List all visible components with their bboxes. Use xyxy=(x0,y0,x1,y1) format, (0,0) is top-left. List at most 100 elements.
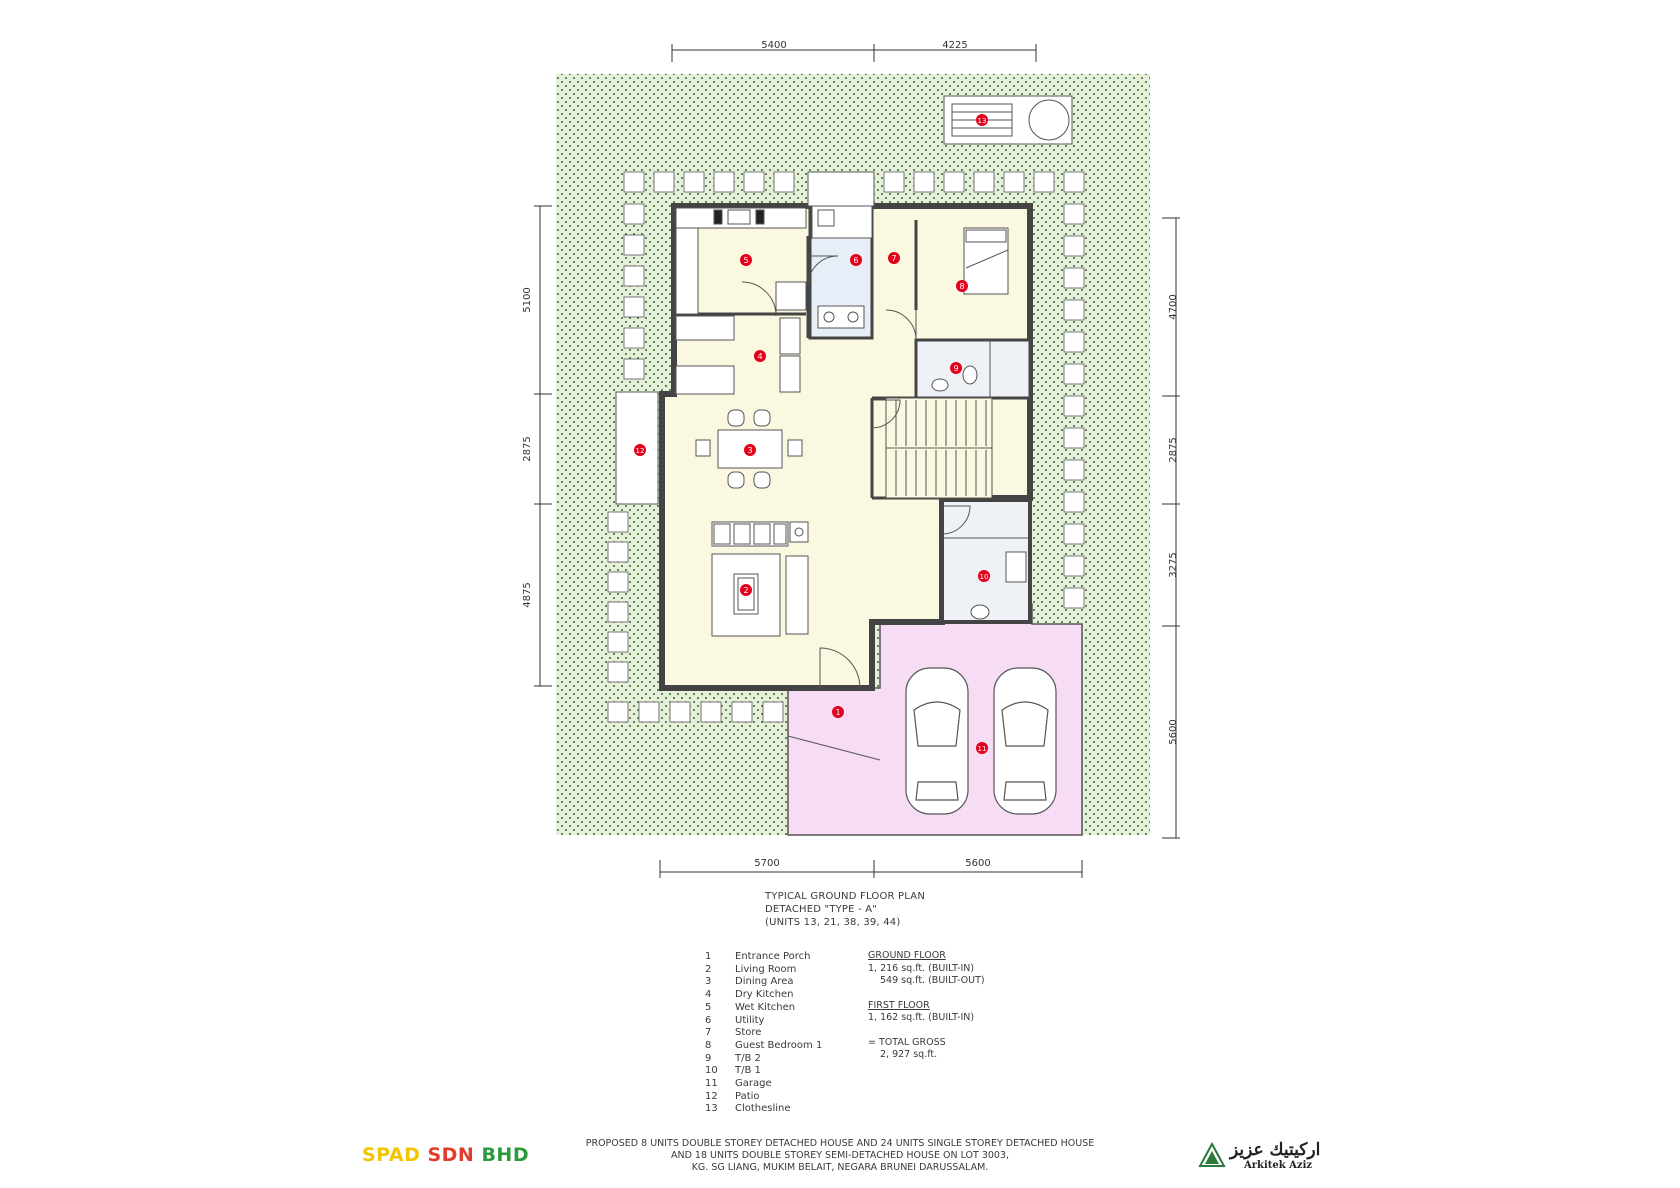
legend-number: 12 xyxy=(705,1090,718,1102)
car-left xyxy=(905,667,969,815)
marker-11: 11 xyxy=(976,742,988,754)
legend-item: 10 T/B 1 xyxy=(705,1065,822,1078)
stepping-stone xyxy=(762,701,784,723)
ground-built-out: 549 sq.ft. (BUILT-OUT) xyxy=(880,975,985,986)
bed xyxy=(963,227,1009,295)
svg-text:7: 7 xyxy=(891,254,896,263)
triangle-logo-icon xyxy=(1198,1142,1226,1167)
area-schedule: GROUND FLOOR 1, 216 sq.ft. (BUILT-IN) 54… xyxy=(868,950,985,1062)
company-name: SPAD SDN BHD xyxy=(362,1144,529,1166)
stepping-stone xyxy=(623,327,645,349)
legend-number: 8 xyxy=(705,1039,712,1051)
stepping-stone xyxy=(1063,555,1085,577)
stepping-stone xyxy=(623,296,645,318)
dim-left-1: 5100 xyxy=(522,287,533,312)
stepping-stone xyxy=(669,701,691,723)
svg-text:10: 10 xyxy=(980,573,989,581)
door-swings xyxy=(741,255,971,689)
marker-6: 6 xyxy=(850,254,862,266)
legend-label: Clothesline xyxy=(735,1103,791,1115)
legend-number: 13 xyxy=(705,1103,718,1115)
stepping-stone xyxy=(1063,523,1085,545)
legend-number: 3 xyxy=(705,976,712,988)
marker-13: 13 xyxy=(976,114,988,126)
legend-item: 8 Guest Bedroom 1 xyxy=(705,1040,822,1053)
staircase xyxy=(885,397,993,499)
svg-text:1: 1 xyxy=(835,708,840,717)
marker-3: 3 xyxy=(744,444,756,456)
drawing-title-block: TYPICAL GROUND FLOOR PLAN DETACHED "TYPE… xyxy=(765,890,925,929)
clothesline xyxy=(943,95,1073,145)
svg-text:2: 2 xyxy=(743,586,748,595)
stepping-stone xyxy=(638,701,660,723)
stepping-stone xyxy=(623,234,645,256)
living-set xyxy=(711,521,809,637)
svg-text:8: 8 xyxy=(959,282,964,291)
legend-label: Utility xyxy=(735,1014,765,1026)
stepping-stone xyxy=(623,358,645,380)
stepping-stone xyxy=(1063,267,1085,289)
stepping-stone xyxy=(607,571,629,593)
legend-item: 13 Clothesline xyxy=(705,1103,822,1116)
stepping-stone xyxy=(1063,491,1085,513)
stepping-stone xyxy=(1033,171,1055,193)
legend-label: Garage xyxy=(735,1078,772,1090)
company-name-part3: BHD xyxy=(481,1144,530,1166)
marker-2: 2 xyxy=(740,584,752,596)
legend-number: 1 xyxy=(705,951,712,962)
svg-text:6: 6 xyxy=(853,256,858,265)
legend-number: 11 xyxy=(705,1078,718,1090)
dimension-lines xyxy=(534,44,1180,878)
stepping-stone xyxy=(683,171,705,193)
stepping-stone xyxy=(1063,235,1085,257)
total-gross-value: 2, 927 sq.ft. xyxy=(880,1049,938,1060)
legend-label: Guest Bedroom 1 xyxy=(735,1039,823,1051)
legend-number: 10 xyxy=(705,1065,718,1077)
legend-item: 1 Entrance Porch xyxy=(705,951,822,964)
marker-4: 4 xyxy=(754,350,766,362)
legend-label: T/B 2 xyxy=(735,1052,761,1064)
dimension-labels: 5400 4225 5700 5600 5100 2875 4875 4700 … xyxy=(522,40,1179,869)
first-built-in: 1, 162 sq.ft. (BUILT-IN) xyxy=(868,1012,975,1023)
legend-label: Patio xyxy=(735,1090,760,1102)
marker-1: 1 xyxy=(832,706,844,718)
stepping-stone xyxy=(973,171,995,193)
project-line-1: PROPOSED 8 UNITS DOUBLE STOREY DETACHED … xyxy=(585,1138,1095,1149)
marker-10: 10 xyxy=(978,570,990,582)
legend-label: Living Room xyxy=(735,963,797,975)
stepping-stone xyxy=(607,661,629,683)
legend-label: Entrance Porch xyxy=(735,951,811,962)
legend-item: 12 Patio xyxy=(705,1091,822,1104)
dim-top-1: 5400 xyxy=(761,40,786,51)
stepping-stones xyxy=(607,171,1085,723)
dim-top-2: 4225 xyxy=(942,40,967,51)
legend-label: T/B 1 xyxy=(735,1065,761,1077)
dim-left-2: 2875 xyxy=(522,436,533,461)
legend-label: Store xyxy=(735,1027,762,1039)
kitchen-fixtures xyxy=(675,205,873,395)
stepping-stone xyxy=(743,171,765,193)
stepping-stone xyxy=(1063,459,1085,481)
stepping-stone xyxy=(607,631,629,653)
stepping-stone xyxy=(1063,171,1085,193)
stepping-stone xyxy=(623,171,645,193)
dining-set xyxy=(695,409,803,489)
dim-right-2: 2875 xyxy=(1168,437,1179,462)
svg-text:4: 4 xyxy=(757,352,762,361)
svg-text:11: 11 xyxy=(978,745,987,753)
car-right xyxy=(993,667,1057,815)
dim-left-3: 4875 xyxy=(522,582,533,607)
marker-5: 5 xyxy=(740,254,752,266)
project-line-3: KG. SG LIANG, MUKIM BELAIT, NEGARA BRUNE… xyxy=(691,1162,989,1173)
stepping-stone xyxy=(700,701,722,723)
stepping-stone xyxy=(653,171,675,193)
marker-8: 8 xyxy=(956,280,968,292)
first-floor-title: FIRST FLOOR xyxy=(868,999,930,1011)
room-markers: 1 2 3 4 5 6 7 8 9 10 11 12 13 xyxy=(634,114,990,754)
stepping-stone xyxy=(607,701,629,723)
